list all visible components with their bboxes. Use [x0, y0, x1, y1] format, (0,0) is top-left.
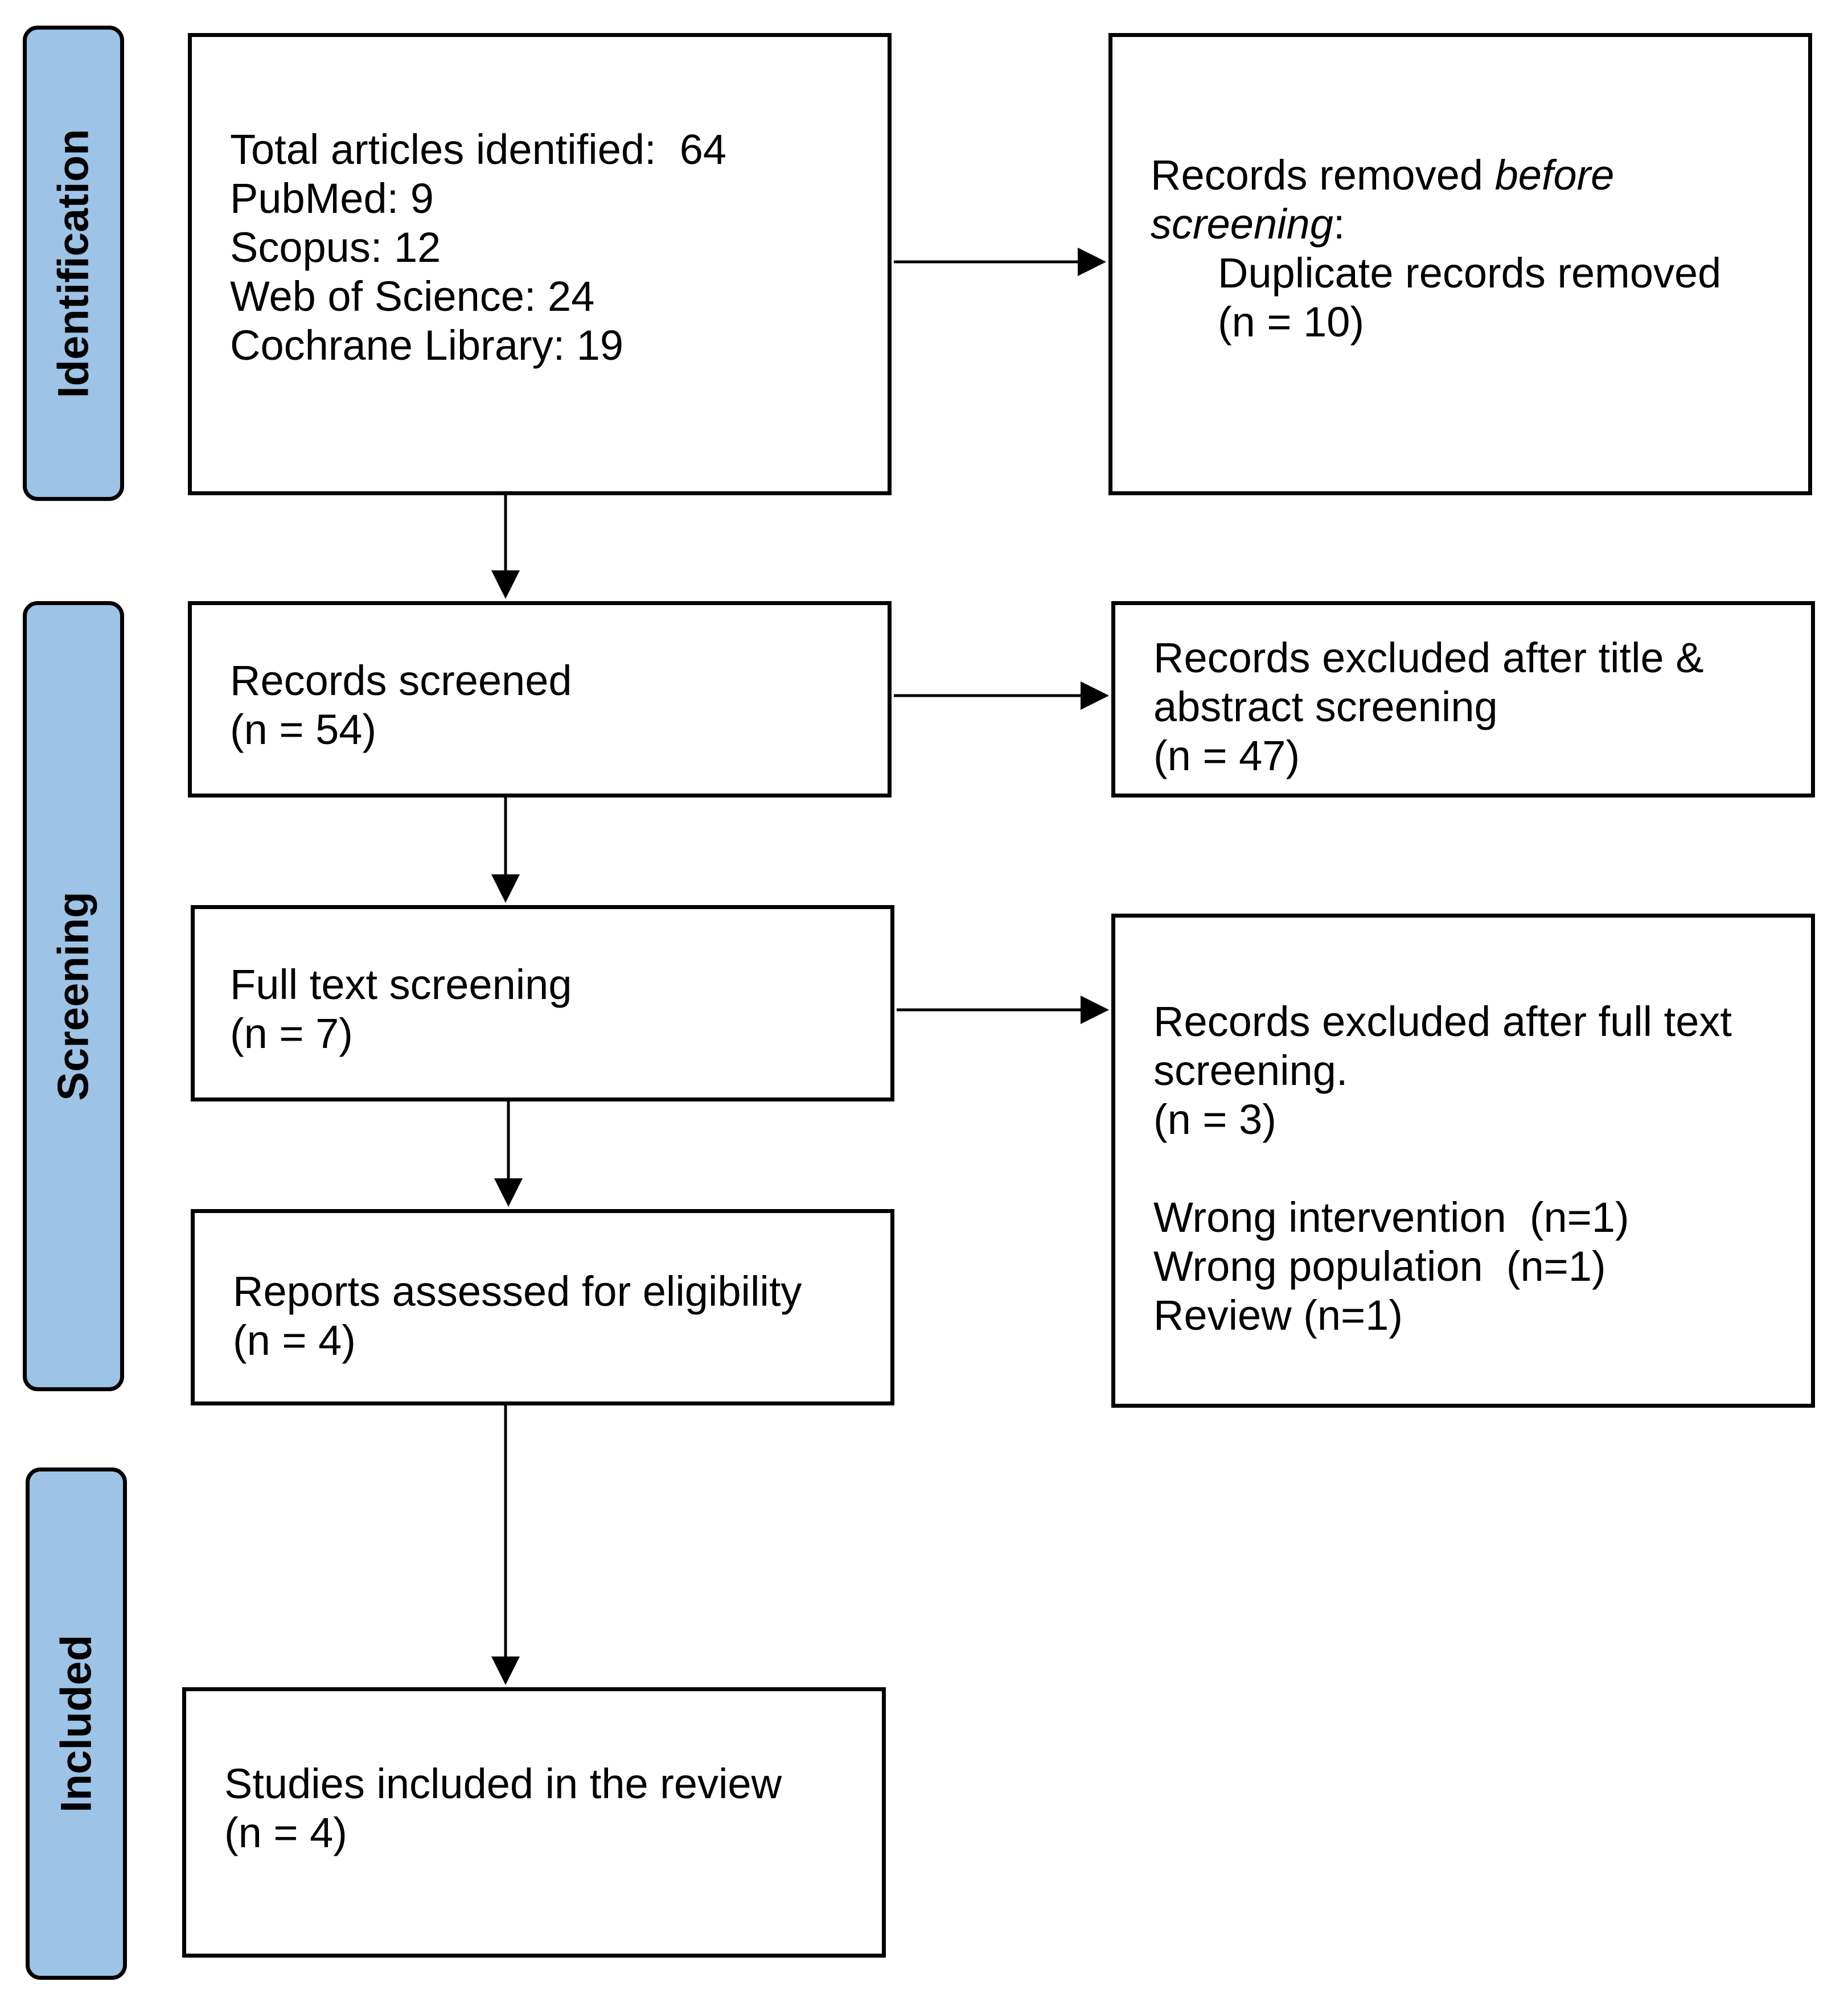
records-removed-box: Records removed before screening: Duplic…: [1108, 33, 1812, 495]
excluded-ta-line2: abstract screening: [1153, 683, 1498, 730]
records-screened-box: Records screened (n = 54): [188, 601, 892, 798]
duplicates-removed-count: (n = 10): [1218, 298, 1365, 346]
excluded-ta-line1: Records excluded after title &: [1153, 634, 1704, 681]
wos-count-text: Web of Science: 24: [230, 273, 595, 320]
phase-included: Included: [26, 1467, 127, 1980]
excluded-ft-line2: screening.: [1153, 1047, 1348, 1094]
eligibility-label: Reports assessed for eligibility: [233, 1268, 802, 1315]
records-screened-count: (n = 54): [230, 706, 377, 753]
studies-included-count: (n = 4): [224, 1809, 347, 1856]
excluded-full-text-box: Records excluded after full text screeni…: [1111, 914, 1815, 1408]
duplicates-removed-text: Duplicate records removed: [1218, 249, 1722, 297]
studies-included-label: Studies included in the review: [224, 1760, 782, 1807]
records-removed-heading: Records removed before: [1151, 151, 1615, 199]
full-text-screening-count: (n = 7): [230, 1010, 353, 1057]
studies-included-box: Studies included in the review (n = 4): [182, 1687, 886, 1958]
excluded-ft-line1: Records excluded after full text: [1153, 998, 1732, 1045]
excluded-ft-count: (n = 3): [1153, 1096, 1276, 1143]
scopus-count-text: Scopus: 12: [230, 224, 441, 271]
exclusion-reason: Wrong intervention (n=1): [1153, 1194, 1629, 1241]
cochrane-count-text: Cochrane Library: 19: [230, 322, 624, 369]
pubmed-count-text: PubMed: 9: [230, 175, 434, 222]
records-removed-heading-cont: screening:: [1151, 200, 1345, 248]
identification-box: Total articles identified: 64 PubMed: 9 …: [188, 33, 892, 495]
eligibility-count: (n = 4): [233, 1317, 356, 1364]
total-articles-text: Total articles identified: 64: [230, 126, 727, 173]
full-text-screening-box: Full text screening (n = 7): [191, 905, 894, 1101]
exclusion-reason: Wrong population (n=1): [1153, 1243, 1606, 1290]
excluded-title-abstract-box: Records excluded after title & abstract …: [1111, 601, 1815, 798]
phase-identification: Identification: [23, 26, 124, 501]
eligibility-box: Reports assessed for eligibility (n = 4): [191, 1209, 894, 1405]
exclusion-reason: Review (n=1): [1153, 1292, 1403, 1339]
phase-screening: Screening: [23, 601, 124, 1391]
full-text-screening-label: Full text screening: [230, 961, 572, 1008]
records-screened-label: Records screened: [230, 657, 572, 704]
excluded-ta-count: (n = 47): [1153, 732, 1300, 779]
